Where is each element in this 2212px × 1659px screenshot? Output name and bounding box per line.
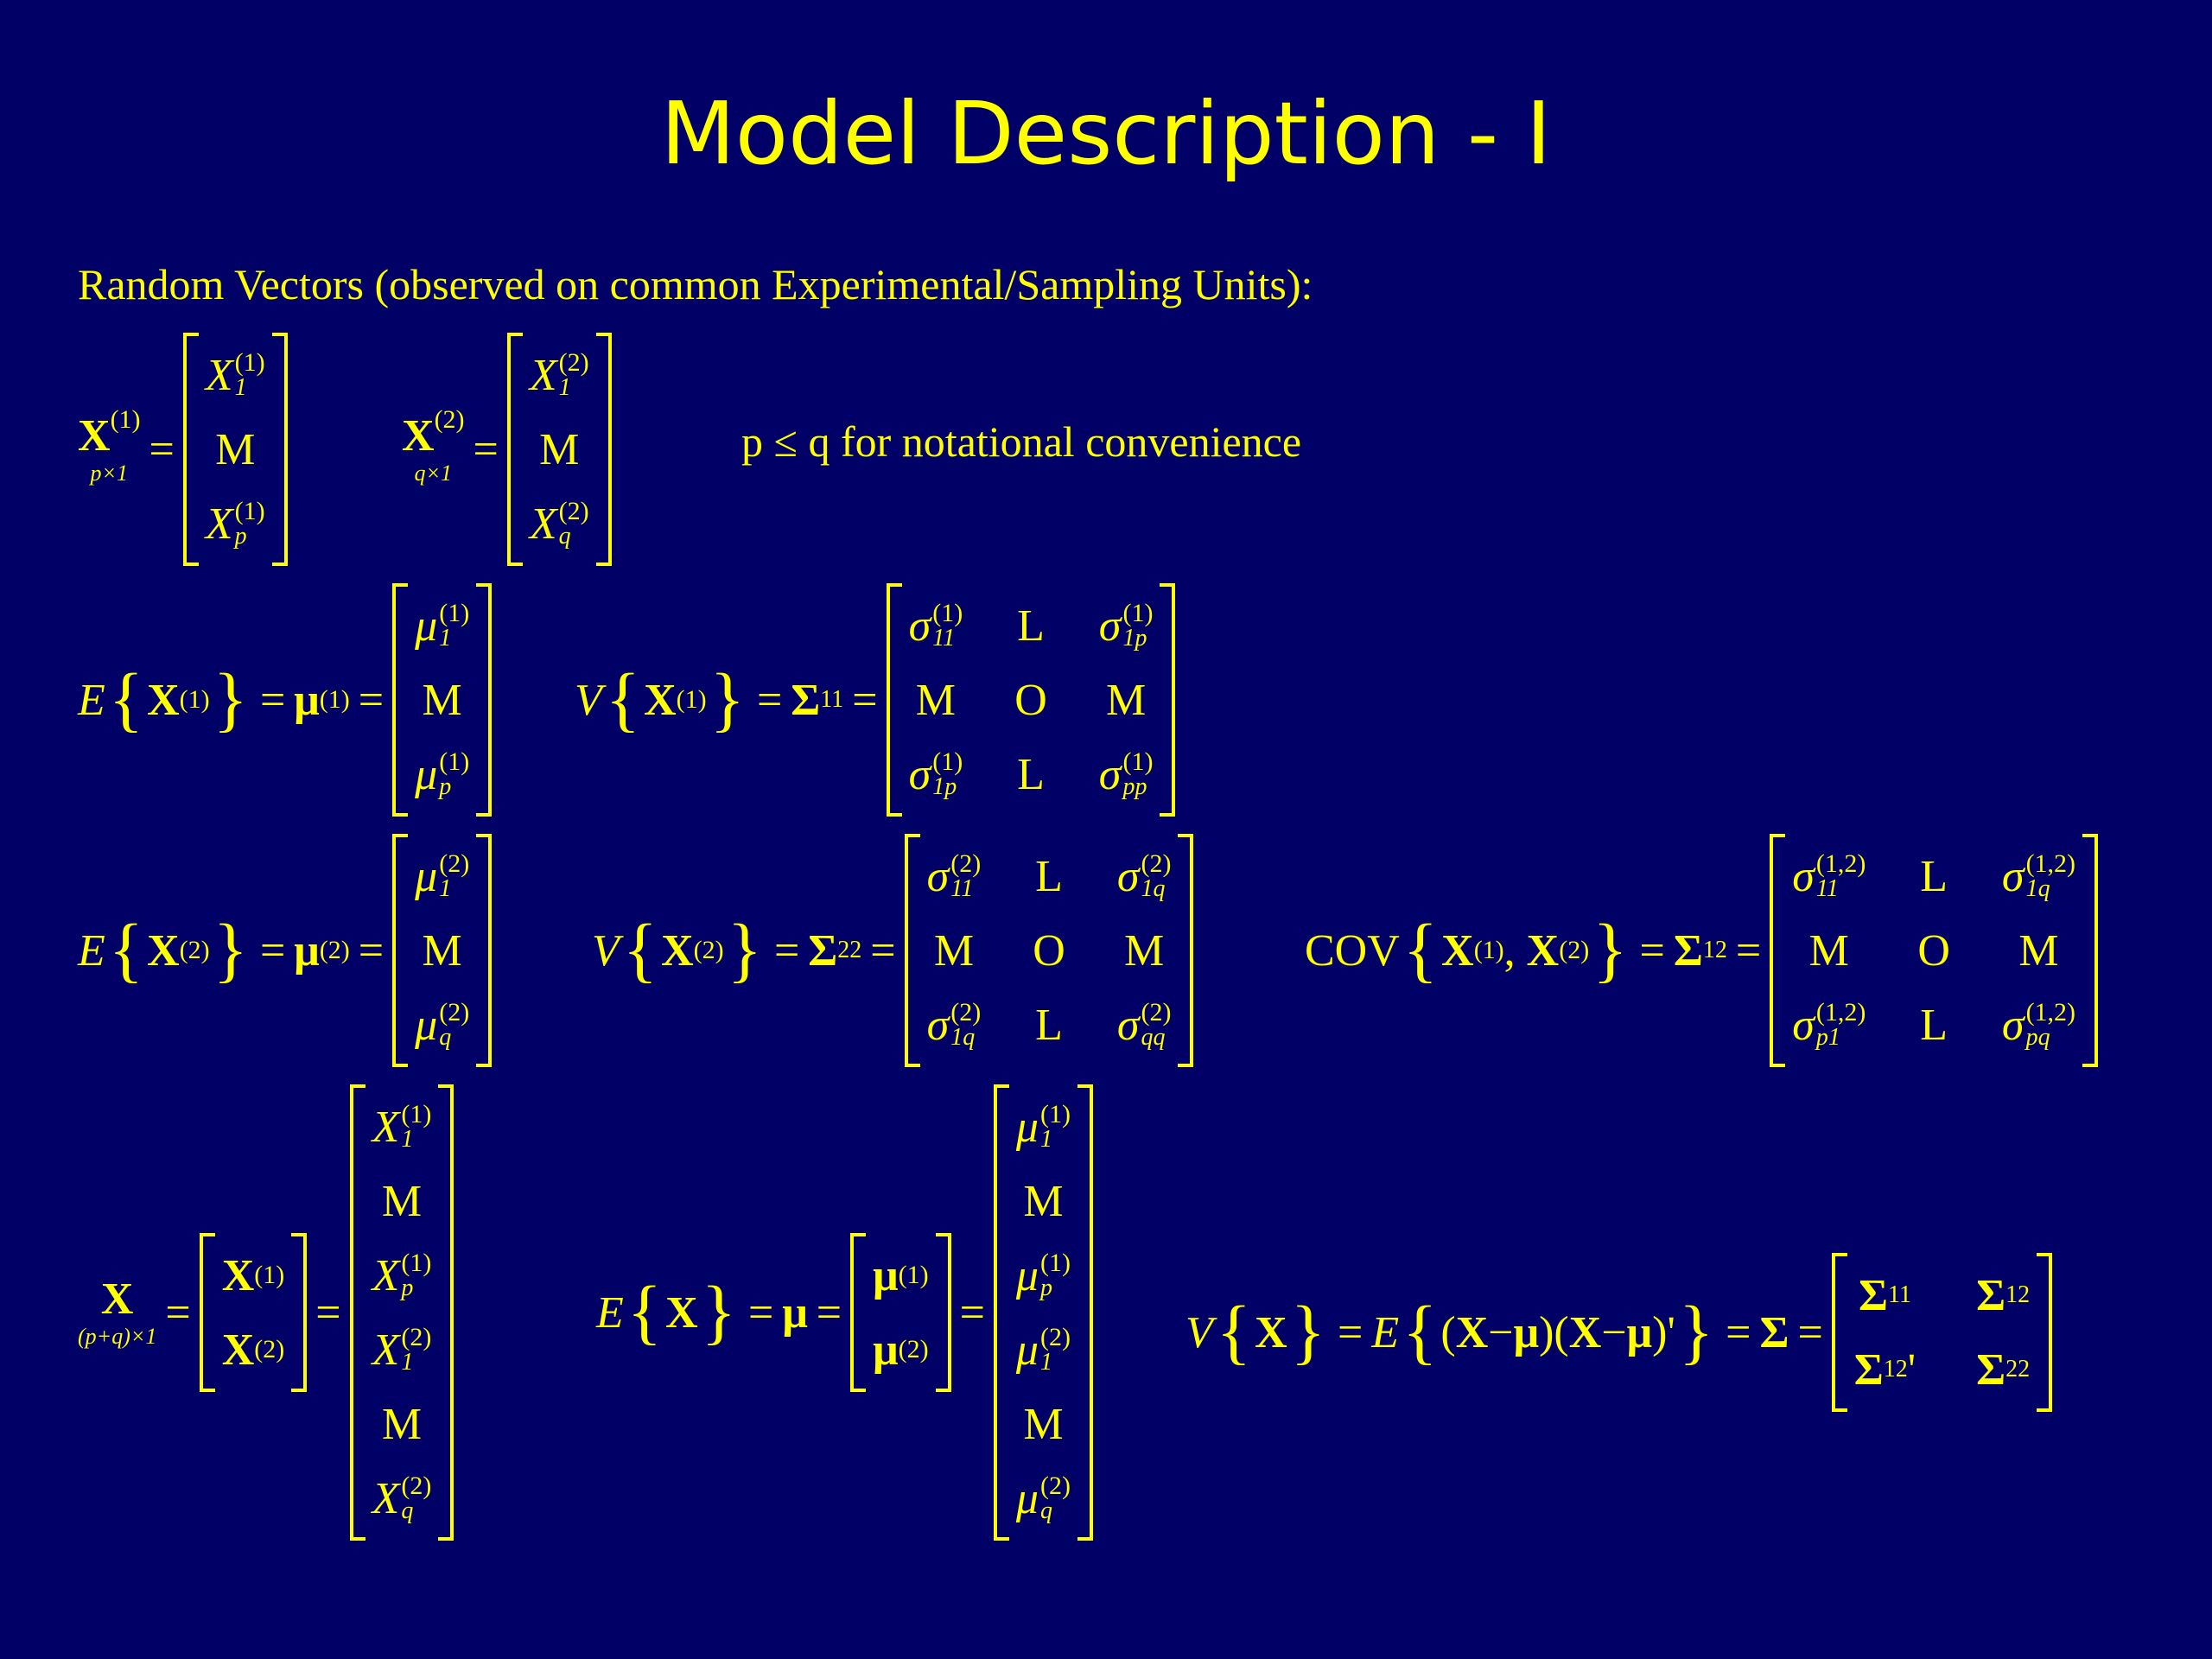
eq-mean-x: E{X} =μ= μ(1) μ(2) = μ(1)1 M μ(1)p μ(2)1… — [596, 1084, 1094, 1541]
eq-mean-x2: E{X(2)} =μ(2)= μ(2)1 M μ(2)q — [78, 834, 493, 1067]
eq-x1-definition: X(1)p×1 = X(1)1 M X(1)p — [78, 333, 288, 566]
notation-note: p ≤ q for notational convenience — [741, 417, 1302, 466]
eq-mean-x1: E{X(1)} =μ(1)= μ(1)1 M μ(1)p — [78, 583, 493, 817]
slide-title: Model Description - I — [660, 83, 1552, 184]
slide-subtitle: Random Vectors (observed on common Exper… — [78, 260, 1313, 308]
eq-x2-definition: X(2)q×1 = X(2)1 M X(2)q — [402, 333, 612, 566]
eq-stacked-x: X(p+q)×1 = X(1) X(2) = X(1)1 M X(1)p X(2… — [78, 1084, 454, 1541]
